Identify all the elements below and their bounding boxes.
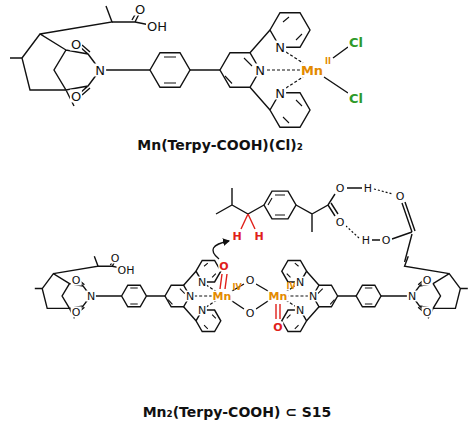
atom-label: O [335, 217, 346, 228]
reactive-atom-label: O [272, 322, 283, 333]
atom-label: O [381, 235, 392, 246]
atom-label: OH [117, 265, 136, 276]
atom-label: N [185, 291, 195, 302]
atom-label: N [94, 64, 106, 77]
atom-label: N [197, 305, 207, 316]
compound-name: Mn(Terpy-COOH)(Cl)₂ [136, 138, 304, 152]
atom-label: OH [146, 20, 168, 33]
chloride-label: Cl [348, 36, 364, 49]
oxidation-state: IV [231, 284, 242, 292]
atom-label: O [422, 275, 433, 286]
oxidation-state: II [324, 58, 332, 66]
atom-label: H [363, 183, 373, 194]
metal-label: Mn [268, 291, 289, 302]
atom-label: N [295, 305, 305, 316]
reactive-atom-label: O [218, 261, 229, 272]
atom-label: N [86, 291, 96, 302]
atom-label: O [70, 90, 82, 103]
chloride-label: Cl [348, 92, 364, 105]
atom-label: N [254, 64, 266, 77]
atom-label: N [197, 277, 207, 288]
reactive-atom-label: H [231, 231, 242, 242]
atom-label: O [71, 275, 82, 286]
bottom-left-unit [35, 256, 221, 331]
atom-label: O [245, 275, 256, 286]
atom-label: H [361, 235, 371, 246]
atom-label: N [308, 291, 318, 302]
atom-label: O [422, 307, 433, 318]
atom-label: O [134, 3, 146, 16]
reactive-atom-label: H [253, 231, 264, 242]
atom-label: O [245, 308, 256, 319]
metal-label: Mn [300, 64, 324, 77]
atom-label: N [407, 291, 417, 302]
ibuprofen-substrate [213, 188, 415, 262]
atom-label: O [110, 253, 121, 264]
metal-label: Mn [212, 291, 233, 302]
atom-label: O [395, 191, 406, 202]
atom-label: N [295, 277, 305, 288]
atom-label: N [274, 41, 286, 54]
atom-label: O [335, 183, 346, 194]
bottom-right-unit [282, 256, 468, 331]
top-complex [10, 6, 348, 127]
compound-name: Mn₂(Terpy-COOH) ⊂ S15 [142, 405, 333, 419]
atom-label: N [274, 87, 286, 100]
atom-label: O [71, 307, 82, 318]
atom-label: O [70, 38, 82, 51]
